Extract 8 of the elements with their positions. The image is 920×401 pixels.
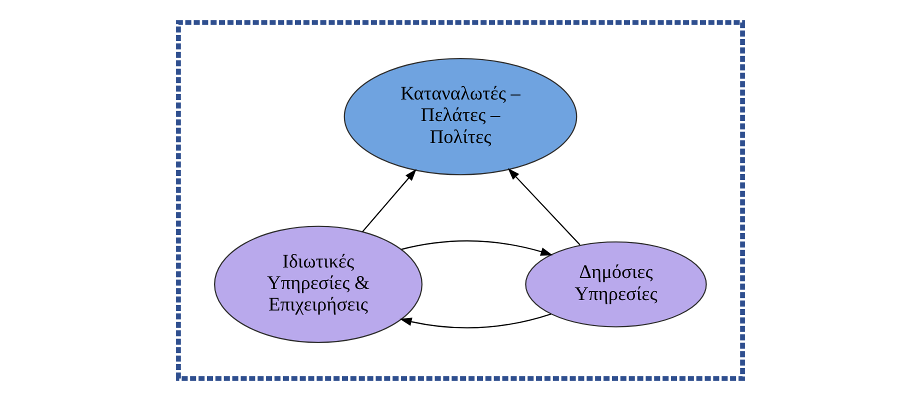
node-ellipse: Δημόσιες Υπηρεσίες [524,241,706,328]
node-ellipse: Ιδιωτικές Υπηρεσίες & Επιχειρήσεις [213,226,422,344]
node-ellipse: Καταναλωτές – Πελάτες – Πολίτες [343,58,577,176]
cluster [176,20,744,381]
arrow [400,240,552,256]
arrow [399,313,551,328]
arrow [507,168,580,246]
arrow [362,168,416,232]
